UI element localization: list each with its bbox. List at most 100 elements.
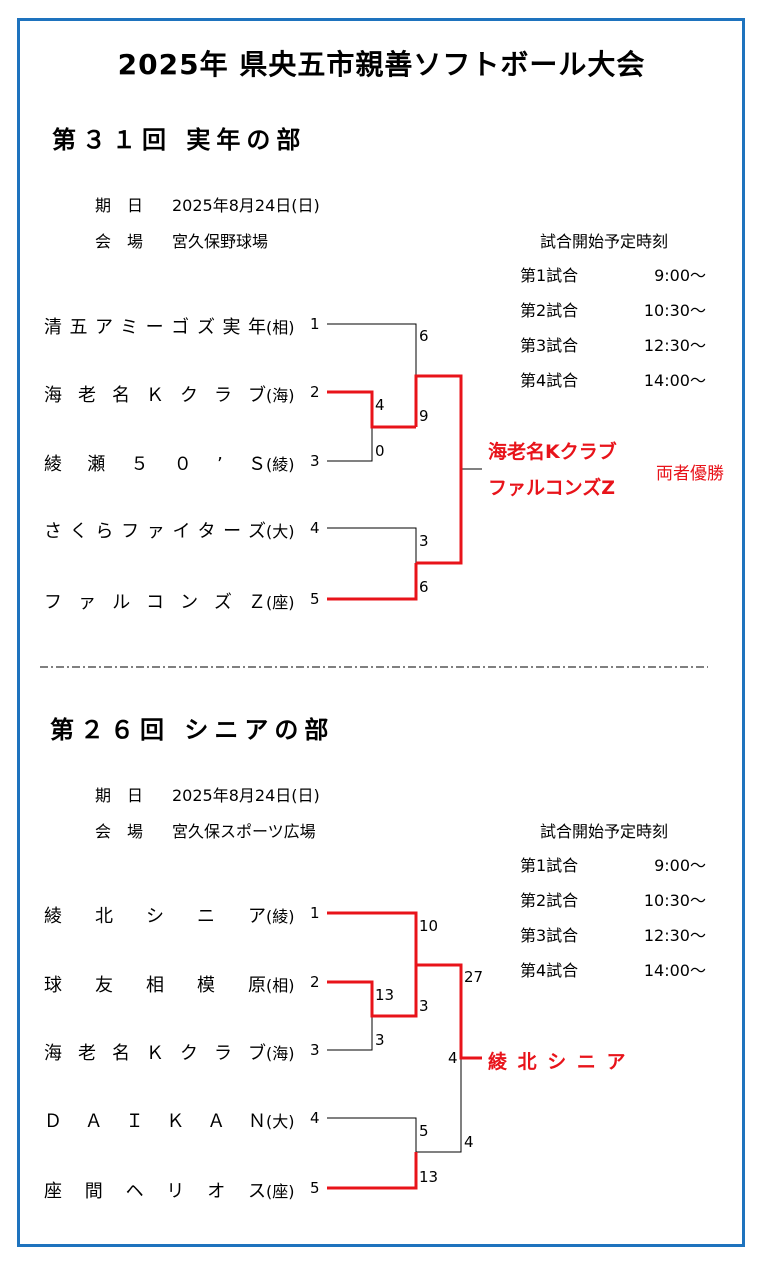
section1-schedule-time: 12:30〜 bbox=[643, 336, 706, 355]
s2-line-semi-lower bbox=[416, 1058, 462, 1153]
match-score: 6 bbox=[419, 578, 429, 596]
section1-team-row: 綾瀬５０’Ｓ(綾) bbox=[44, 450, 295, 476]
team-city: (大) bbox=[266, 522, 295, 541]
match-score: 4 bbox=[464, 1133, 474, 1151]
team-name: 座間ヘリオス bbox=[44, 1181, 266, 1202]
team-seed: 3 bbox=[310, 1041, 320, 1059]
s1-line-team3 bbox=[327, 427, 373, 462]
team-city: (大) bbox=[266, 1112, 295, 1131]
team-city: (海) bbox=[266, 386, 295, 405]
section2-team-row: ＤＡＩＫＡＮ(大) bbox=[44, 1107, 295, 1133]
match-score: 27 bbox=[464, 968, 484, 986]
section2-team-row: 綾北シニア(綾) bbox=[44, 902, 295, 928]
section2-heading: 第２６回 シニアの部 bbox=[50, 716, 335, 744]
s1-line-team5-win bbox=[327, 563, 418, 601]
section2-team-row: 座間ヘリオス(座) bbox=[44, 1177, 295, 1203]
team-seed: 4 bbox=[310, 1109, 320, 1127]
co-champions-note: 両者優勝 bbox=[656, 464, 724, 484]
section1-schedule-game: 第4試合 bbox=[520, 371, 579, 390]
s2-line-team1-win bbox=[327, 911, 418, 965]
section2-venue-label: 会 場 bbox=[95, 822, 144, 841]
section2-schedule-game: 第3試合 bbox=[520, 926, 579, 945]
match-score: 13 bbox=[419, 1168, 439, 1186]
team-name: ファルコンズＺ bbox=[44, 592, 266, 613]
match-score: 13 bbox=[375, 986, 395, 1004]
section1-date-label: 期 日 bbox=[95, 196, 144, 215]
team-seed: 5 bbox=[310, 590, 320, 608]
s1-line-team4 bbox=[327, 527, 417, 563]
s2-line-team2-win bbox=[327, 965, 418, 1018]
team-seed: 2 bbox=[310, 973, 320, 991]
section2-team-row: 海老名Ｋクラブ(海) bbox=[44, 1039, 295, 1065]
s1-line-semi-win bbox=[414, 374, 463, 565]
section2-date-value: 2025年8月24日(日) bbox=[172, 786, 320, 805]
section2-schedule-time: 10:30〜 bbox=[643, 891, 706, 910]
section1-heading: 第３１回 実年の部 bbox=[52, 126, 307, 154]
section1-team-row: ファルコンズＺ(座) bbox=[44, 588, 295, 614]
match-score: 3 bbox=[419, 997, 429, 1015]
match-score: 4 bbox=[375, 396, 385, 414]
match-score: 6 bbox=[419, 327, 429, 345]
team-name: 綾瀬５０’Ｓ bbox=[44, 454, 266, 475]
s2-line-team5-win bbox=[327, 1152, 418, 1190]
match-score: 4 bbox=[448, 1049, 458, 1067]
section2-schedule-game: 第1試合 bbox=[520, 856, 579, 875]
match-score: 10 bbox=[419, 917, 439, 935]
section1-schedule-time: 10:30〜 bbox=[643, 301, 706, 320]
team-city: (綾) bbox=[266, 907, 295, 926]
team-city: (座) bbox=[266, 593, 295, 612]
team-city: (海) bbox=[266, 1044, 295, 1063]
team-name: ＤＡＩＫＡＮ bbox=[44, 1111, 266, 1132]
team-name: 綾北シニア bbox=[44, 906, 266, 927]
s2-line-final-win bbox=[416, 963, 482, 1060]
page-frame bbox=[17, 18, 745, 1247]
section2-schedule-time: 14:00〜 bbox=[643, 961, 706, 980]
team-city: (綾) bbox=[266, 455, 295, 474]
section1-schedule-game: 第2試合 bbox=[520, 301, 579, 320]
section1-schedule-title: 試合開始予定時刻 bbox=[540, 232, 669, 251]
team-name: 海老名Ｋクラブ bbox=[44, 385, 266, 406]
page-title: 2025年 県央五市親善ソフトボール大会 bbox=[117, 48, 646, 81]
team-seed: 1 bbox=[310, 904, 320, 922]
team-city: (座) bbox=[266, 1182, 295, 1201]
section2-schedule-time: 12:30〜 bbox=[643, 926, 706, 945]
section2-schedule-title: 試合開始予定時刻 bbox=[540, 822, 669, 841]
section1-date-value: 2025年8月24日(日) bbox=[172, 196, 320, 215]
s1-line-team1 bbox=[327, 323, 417, 376]
champion-name: ファルコンズZ bbox=[488, 477, 616, 499]
team-name: 球友相模原 bbox=[44, 975, 266, 996]
team-name: 海老名Ｋクラブ bbox=[44, 1043, 266, 1064]
section2-schedule-game: 第4試合 bbox=[520, 961, 579, 980]
team-seed: 2 bbox=[310, 383, 320, 401]
match-score: 3 bbox=[419, 532, 429, 550]
section2-team-row: 球友相模原(相) bbox=[44, 971, 295, 997]
team-seed: 4 bbox=[310, 519, 320, 537]
section1-team-row: 海老名Ｋクラブ(海) bbox=[44, 381, 295, 407]
section1-venue-label: 会 場 bbox=[95, 232, 144, 251]
s2-line-team3 bbox=[327, 1016, 373, 1051]
section1-schedule-game: 第1試合 bbox=[520, 266, 579, 285]
champion-name: 綾 北 シ ニ ア bbox=[488, 1051, 628, 1073]
team-seed: 5 bbox=[310, 1179, 320, 1197]
team-seed: 1 bbox=[310, 315, 320, 333]
match-score: 0 bbox=[375, 442, 385, 460]
match-score: 5 bbox=[419, 1122, 429, 1140]
section1-schedule-time: 9:00〜 bbox=[654, 266, 706, 285]
section2-schedule-game: 第2試合 bbox=[520, 891, 579, 910]
match-score: 3 bbox=[375, 1031, 385, 1049]
s1-line-team2-win bbox=[327, 390, 416, 429]
section2-venue-value: 宮久保スポーツ広場 bbox=[172, 822, 316, 841]
section1-venue-value: 宮久保野球場 bbox=[172, 232, 269, 251]
section2-schedule-time: 9:00〜 bbox=[654, 856, 706, 875]
team-seed: 3 bbox=[310, 452, 320, 470]
team-name: さくらファイターズ bbox=[44, 521, 266, 542]
section1-schedule-time: 14:00〜 bbox=[643, 371, 706, 390]
section1-team-row: 清五アミーゴズ実年(相) bbox=[44, 313, 295, 339]
section2-date-label: 期 日 bbox=[95, 786, 144, 805]
team-city: (相) bbox=[266, 976, 295, 995]
s2-line-team4 bbox=[327, 1117, 417, 1152]
team-name: 清五アミーゴズ実年 bbox=[44, 317, 266, 338]
team-city: (相) bbox=[266, 318, 295, 337]
match-score: 9 bbox=[419, 407, 429, 425]
